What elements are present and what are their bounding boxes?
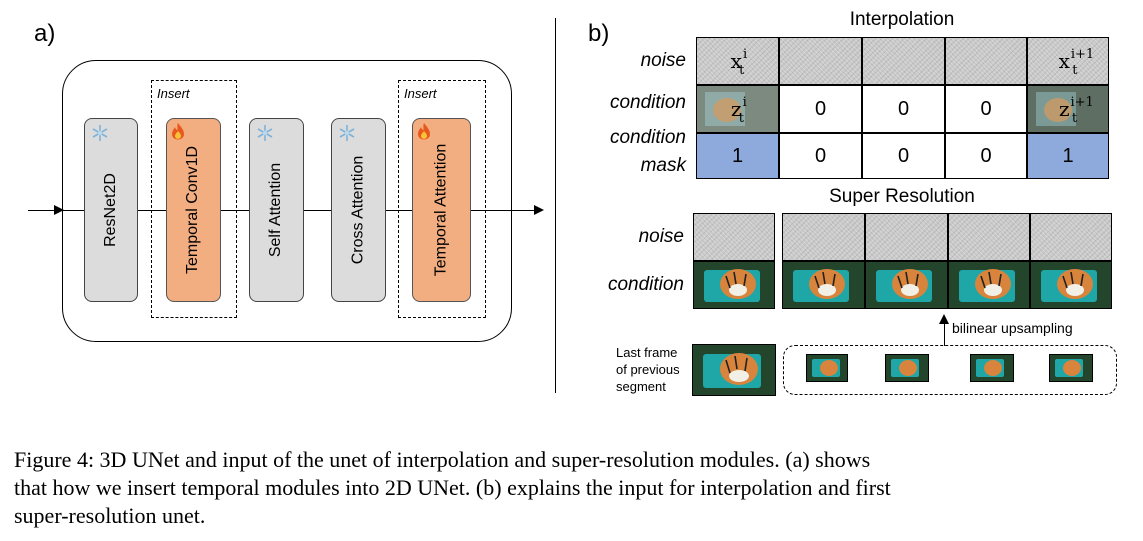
tiger-image xyxy=(948,261,1030,309)
row-label-noise: noise xyxy=(638,226,684,247)
mask-cell: 0 xyxy=(779,133,862,179)
condition-frame: zi+1t xyxy=(1027,85,1109,133)
tiger-image xyxy=(692,344,776,396)
tiger-image xyxy=(959,269,1015,302)
snowflake-icon xyxy=(92,125,108,141)
tiger-image xyxy=(876,269,932,302)
row-label-condition: condition xyxy=(609,127,686,148)
connector-line xyxy=(304,210,331,211)
noise-frame: xit xyxy=(696,37,779,85)
tiger-image xyxy=(976,359,1004,377)
fire-icon xyxy=(172,123,184,140)
panel-b-label: b) xyxy=(588,20,610,47)
tiger-image xyxy=(793,269,849,302)
tiger-image xyxy=(705,92,745,126)
insert-label: Insert xyxy=(404,86,437,101)
connector-line xyxy=(62,210,84,211)
condition-symbol: zit xyxy=(731,95,747,126)
connector-line xyxy=(386,210,412,211)
mask-cell: 0 xyxy=(945,133,1027,179)
row-label-noise: noise xyxy=(640,50,686,71)
condition-frame: zit xyxy=(696,85,779,133)
output-arrowhead xyxy=(534,205,544,215)
super-resolution-title: Super Resolution xyxy=(829,186,975,207)
noise-frame xyxy=(948,213,1030,261)
temporal-attention-block: Temporal Attention xyxy=(412,118,471,302)
mask-cell: 1 xyxy=(696,133,779,179)
tiger-image xyxy=(970,354,1014,382)
snowflake-icon xyxy=(339,125,355,141)
fire-icon xyxy=(418,123,430,140)
block-label: ResNet2D xyxy=(102,173,119,247)
condition-symbol: zi+1t xyxy=(1058,95,1094,126)
tiger-image xyxy=(1041,269,1097,302)
self-attention-block: Self Attention xyxy=(249,118,304,302)
caption-line: that how we insert temporal modules into… xyxy=(14,475,891,500)
noise-symbol: xi+1t xyxy=(1058,47,1095,78)
tiger-image xyxy=(1055,359,1083,377)
snowflake-icon xyxy=(257,125,273,141)
tiger-image xyxy=(891,359,919,377)
panel-divider xyxy=(555,18,556,393)
upsampling-label: bilinear upsampling xyxy=(952,320,1073,336)
row-label-condition: condition xyxy=(607,274,684,295)
figure-caption: Figure 4: 3D UNet and input of the unet … xyxy=(14,446,1139,530)
caption-line: super-resolution unet. xyxy=(14,503,206,528)
unet-block-container xyxy=(62,60,512,342)
row-label-condition: condition xyxy=(609,92,686,113)
tiger-image xyxy=(885,354,929,382)
tiger-image xyxy=(693,261,775,309)
mask-cell: 1 xyxy=(1027,133,1109,179)
last-frame-label: Last frame of previous segment xyxy=(616,345,680,394)
noise-frame: xi+1t xyxy=(1027,37,1109,85)
insert-label: Insert xyxy=(157,86,190,101)
interpolation-title: Interpolation xyxy=(849,9,955,30)
row-label-mask: mask xyxy=(640,155,686,176)
low-res-frames-box xyxy=(783,345,1117,395)
cross-attention-block: Cross Attention xyxy=(331,118,386,302)
input-arrow-line xyxy=(28,210,62,211)
tiger-image xyxy=(1030,261,1112,309)
upsampling-arrow-line xyxy=(944,322,945,346)
resnet2d-block: ResNet2D xyxy=(84,118,138,302)
condition-cell: 0 xyxy=(862,85,945,133)
connector-line xyxy=(221,210,249,211)
block-label: Self Attention xyxy=(267,162,285,258)
block-label: Cross Attention xyxy=(349,155,367,265)
noise-frame xyxy=(693,213,775,261)
condition-cell: 0 xyxy=(945,85,1027,133)
insert-box-attention xyxy=(398,80,486,318)
upsampling-arrowhead xyxy=(939,314,949,324)
tiger-image xyxy=(782,261,865,309)
noise-frame xyxy=(945,37,1027,85)
tiger-image xyxy=(865,261,948,309)
connector-line xyxy=(138,210,166,211)
block-label: Temporal Conv1D xyxy=(184,145,202,275)
tiger-image xyxy=(704,269,760,302)
tiger-image xyxy=(703,353,761,388)
tiger-image xyxy=(812,359,840,377)
block-label: Temporal Attention xyxy=(432,143,450,277)
caption-line: Figure 4: 3D UNet and input of the unet … xyxy=(14,447,871,472)
noise-frame xyxy=(782,213,865,261)
tiger-image xyxy=(806,354,848,382)
condition-cell: 0 xyxy=(779,85,862,133)
noise-frame xyxy=(865,213,948,261)
tiger-image xyxy=(1049,354,1093,382)
mask-cell: 0 xyxy=(862,133,945,179)
input-arrowhead xyxy=(54,205,64,215)
output-arrow-line xyxy=(471,210,534,211)
noise-frame xyxy=(779,37,862,85)
noise-frame xyxy=(1030,213,1112,261)
insert-box-conv xyxy=(151,80,237,318)
tiger-image xyxy=(1036,92,1076,126)
panel-a-label: a) xyxy=(34,20,56,47)
noise-frame xyxy=(862,37,945,85)
noise-symbol: xit xyxy=(730,47,748,78)
temporal-conv1d-block: Temporal Conv1D xyxy=(166,118,221,302)
